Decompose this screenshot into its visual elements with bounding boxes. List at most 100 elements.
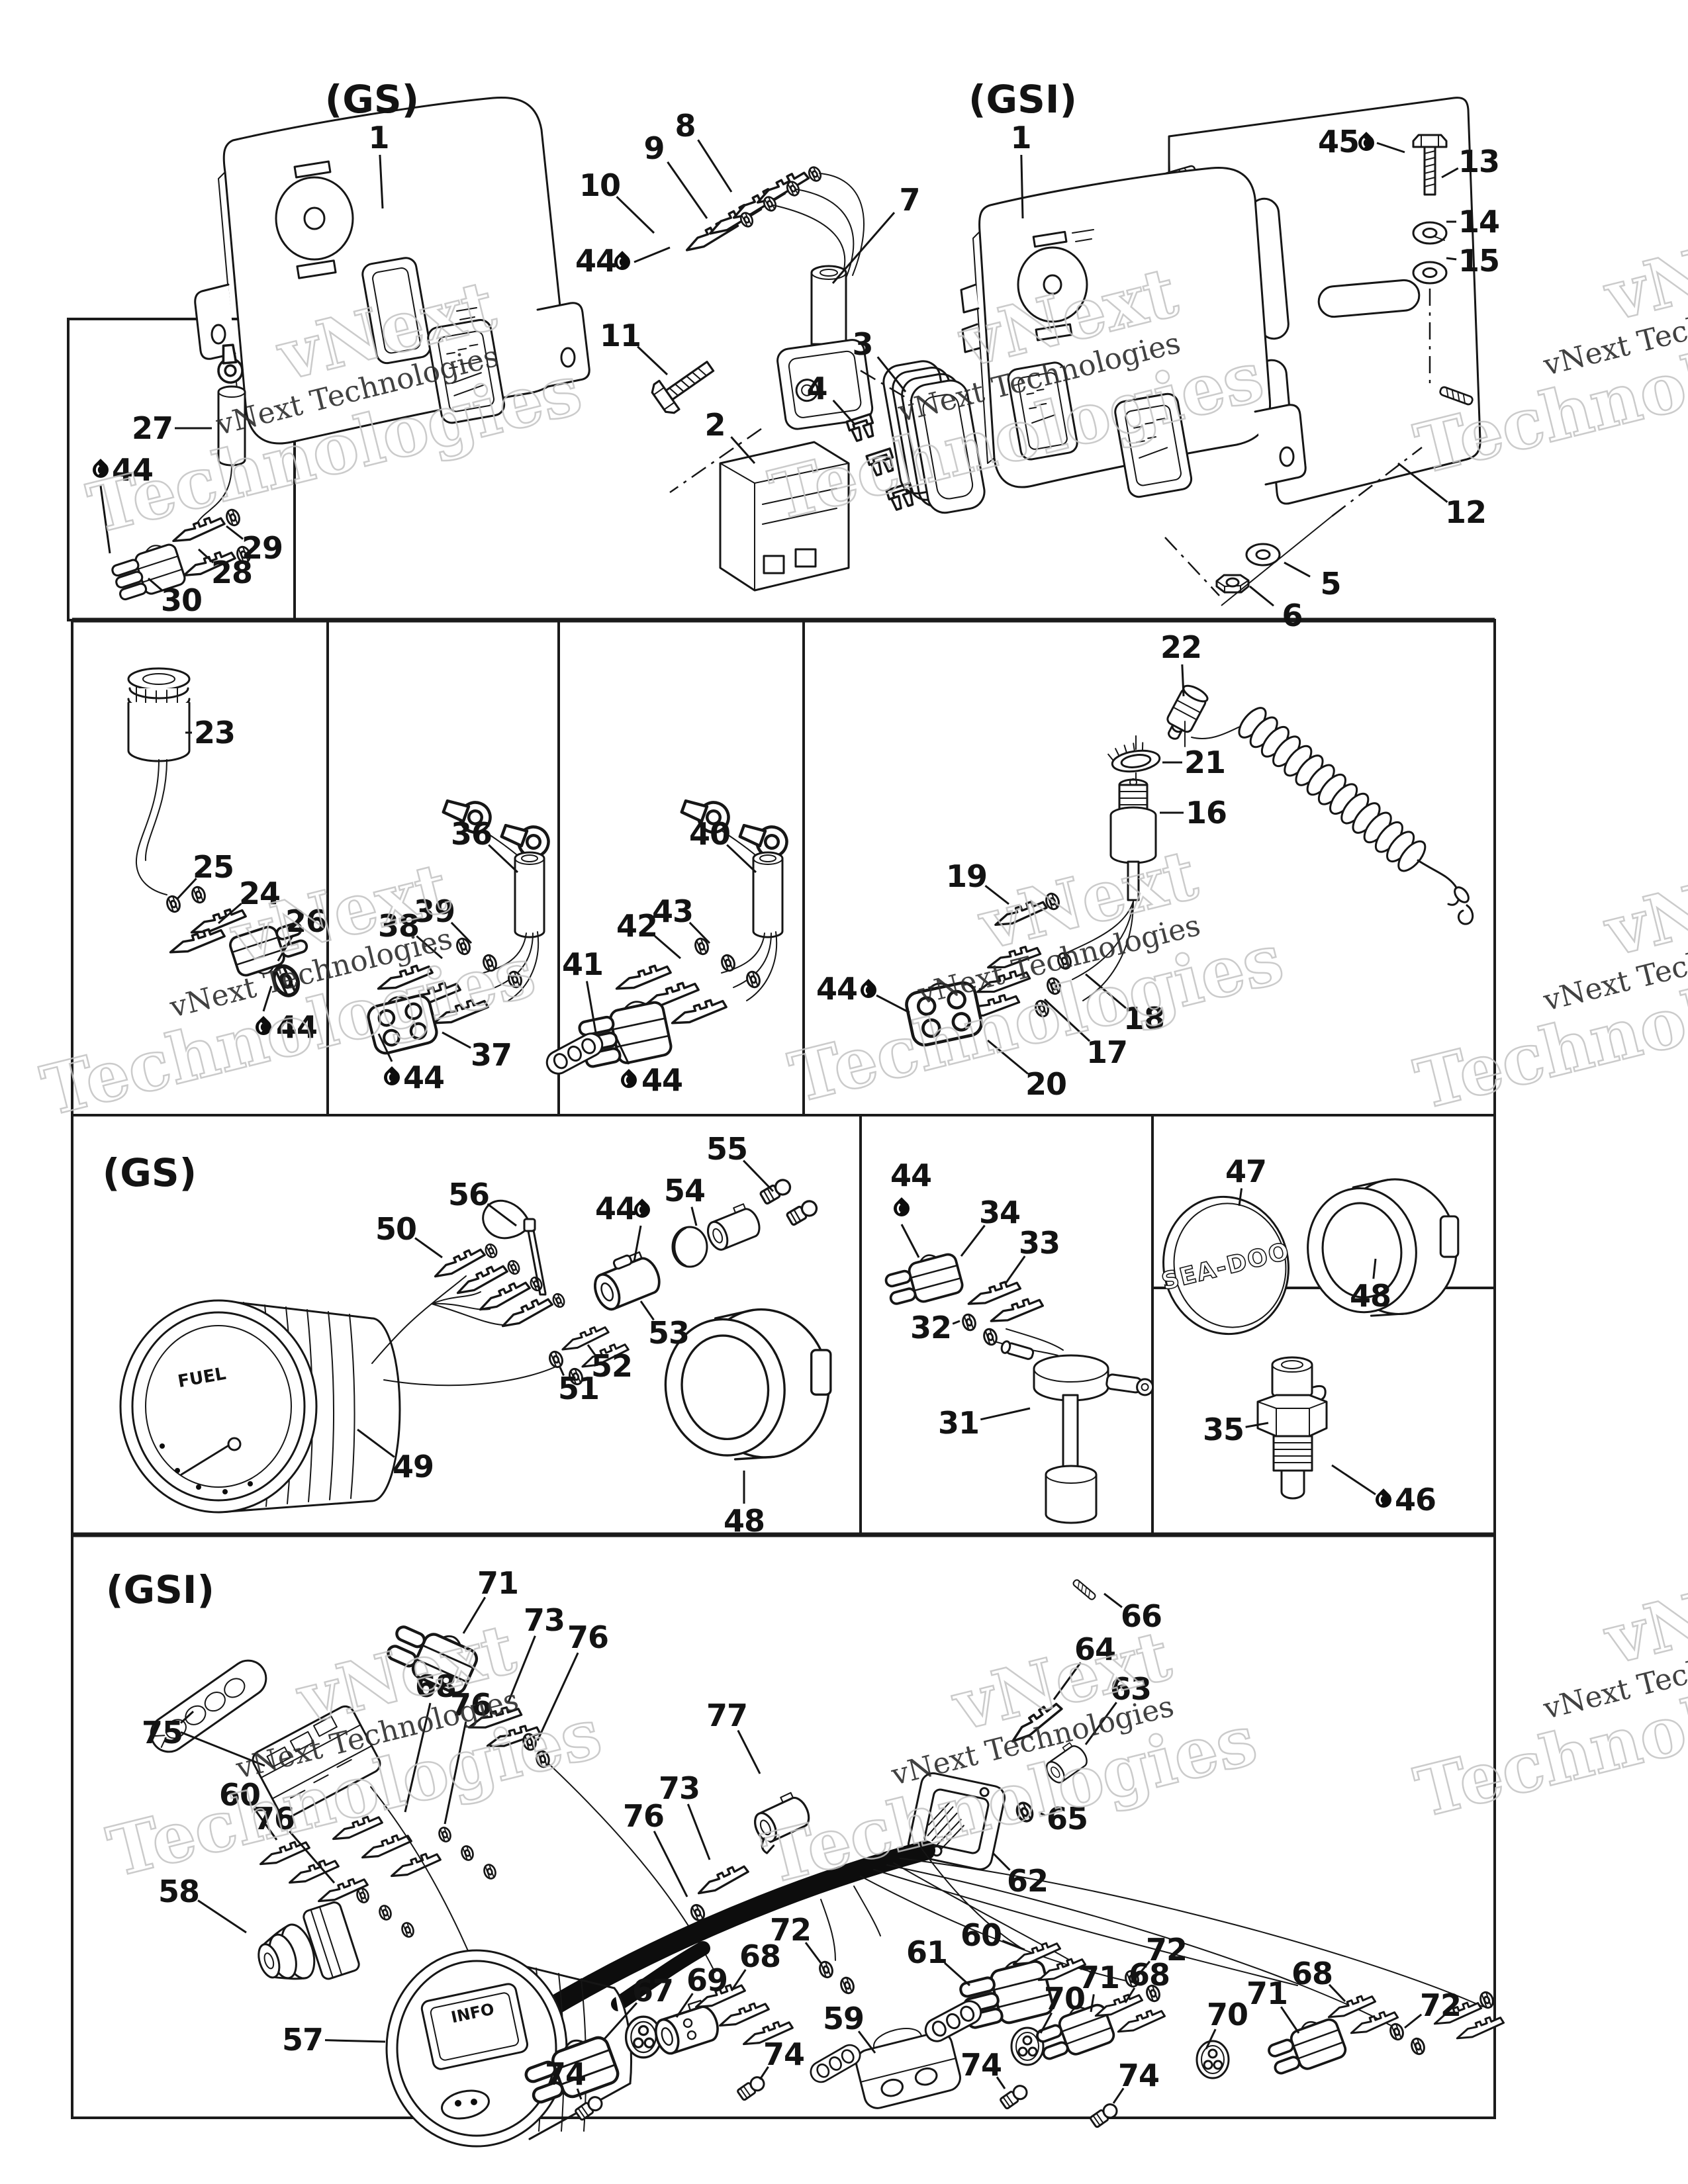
callout-24-25: 24	[238, 876, 281, 911]
callout-71-92: 71	[1078, 1960, 1120, 1995]
oil-drop-icon-8	[890, 1197, 913, 1220]
callout-36-28: 36	[450, 816, 492, 852]
callout-30-22: 30	[160, 582, 203, 618]
callout-44-4: 44	[575, 243, 617, 279]
gs-module-drawing	[194, 96, 590, 445]
callout-11-5: 11	[599, 318, 641, 353]
section-header-2: (GS)	[102, 1150, 197, 1195]
callout-65-79: 65	[1046, 1801, 1088, 1837]
callout-68-84: 68	[739, 1938, 781, 1974]
callout-49-54: 49	[392, 1449, 434, 1484]
callout-60-89: 60	[960, 1917, 1002, 1953]
callout-44-19: 44	[111, 452, 154, 488]
callout-1-0: 1	[368, 120, 389, 156]
callout-43-34: 43	[651, 893, 694, 929]
callout-47-61: 47	[1225, 1154, 1267, 1189]
callout-28-21: 28	[211, 555, 253, 590]
callout-13-12: 13	[1458, 144, 1500, 179]
callout-77-73: 77	[706, 1698, 748, 1733]
callout-50-50: 50	[375, 1211, 417, 1247]
callout-34-57: 34	[978, 1195, 1021, 1230]
callout-59-87: 59	[822, 2001, 865, 2036]
ignition-switch-kit-drawing	[904, 684, 1474, 1048]
callout-7-6: 7	[899, 182, 920, 218]
callout-70-93: 70	[1043, 1981, 1086, 2017]
callout-20-44: 20	[1025, 1066, 1067, 1102]
callout-45-11: 45	[1317, 124, 1360, 159]
callout-63-78: 63	[1109, 1671, 1152, 1707]
callout-72-97: 72	[1419, 1987, 1462, 2023]
callout-74-101: 74	[1117, 2058, 1160, 2093]
callout-52-52: 52	[590, 1348, 633, 1384]
harness-40-kit-drawing	[541, 792, 791, 1079]
callout-4-9: 4	[806, 371, 827, 406]
oil-drop-icon-3	[252, 1016, 275, 1038]
callout-17-43: 17	[1086, 1034, 1128, 1070]
section-header-1: (GSI)	[968, 77, 1077, 122]
callout-58-81: 58	[158, 1874, 200, 1909]
oil-drop-icon-2	[89, 459, 112, 481]
callout-46-64: 46	[1394, 1482, 1436, 1518]
gs-gauge-dial-label: FUEL	[176, 1363, 228, 1392]
callout-51-53: 51	[557, 1371, 600, 1406]
callout-61-88: 61	[906, 1934, 948, 1970]
callout-3-8: 3	[852, 326, 873, 362]
callout-35-63: 35	[1202, 1412, 1244, 1447]
callout-44-37: 44	[641, 1062, 683, 1098]
callout-54-49: 54	[663, 1173, 706, 1208]
callout-60-71: 60	[218, 1777, 261, 1813]
callout-19-41: 19	[945, 858, 988, 894]
callout-71-95: 71	[1246, 1976, 1288, 2011]
callout-5-16: 5	[1320, 566, 1341, 602]
callout-1-10: 1	[1010, 120, 1031, 156]
gsi-module-drawing	[960, 97, 1481, 606]
callout-69-85: 69	[686, 1962, 728, 1998]
callout-10-3: 10	[579, 167, 621, 203]
callout-15-14: 15	[1458, 243, 1500, 279]
gsi-gauge-dial-label: INFO	[449, 1999, 496, 2027]
callout-39-29: 39	[413, 893, 455, 929]
callout-72-90: 72	[1145, 1932, 1188, 1968]
callout-56-47: 56	[447, 1177, 490, 1212]
callout-44-56: 44	[890, 1158, 932, 1193]
callout-25-24: 25	[192, 849, 234, 885]
callout-66-76: 66	[1120, 1598, 1162, 1634]
callout-74-99: 74	[763, 2036, 805, 2072]
callout-9-2: 9	[643, 130, 665, 166]
callout-73-74: 73	[658, 1770, 700, 1806]
callout-44-48: 44	[594, 1191, 637, 1226]
gauge-cap-drawing	[1162, 1169, 1472, 1336]
callout-14-13: 14	[1458, 204, 1500, 240]
callout-73-66: 73	[523, 1602, 565, 1638]
callout-76-72: 76	[253, 1801, 295, 1837]
gsi-harness-drawing	[150, 1578, 1506, 2148]
callout-72-83: 72	[769, 1912, 812, 1948]
callout-29-20: 29	[241, 530, 283, 566]
callout-55-46: 55	[706, 1131, 748, 1167]
callout-76-69: 76	[449, 1687, 492, 1723]
callout-37-31: 37	[470, 1037, 512, 1073]
callout-40-33: 40	[688, 816, 731, 852]
callout-12-15: 12	[1444, 494, 1487, 530]
callout-32-59: 32	[910, 1310, 952, 1345]
callout-6-17: 6	[1282, 598, 1303, 633]
callout-2-7: 2	[704, 407, 726, 443]
callout-48-55: 48	[723, 1503, 765, 1539]
oil-drop-icon-4	[381, 1066, 403, 1089]
callout-76-75: 76	[622, 1798, 665, 1834]
callout-16-40: 16	[1185, 795, 1227, 831]
callout-71-65: 71	[477, 1565, 519, 1601]
callout-leader-lines	[99, 139, 1459, 2104]
callout-68-68: 68	[414, 1668, 457, 1704]
callout-62-80: 62	[1006, 1863, 1049, 1899]
callout-18-42: 18	[1123, 1001, 1165, 1036]
section-header-3: (GSI)	[106, 1567, 214, 1612]
callout-75-70: 75	[141, 1715, 183, 1751]
callout-68-91: 68	[1128, 1957, 1170, 1993]
